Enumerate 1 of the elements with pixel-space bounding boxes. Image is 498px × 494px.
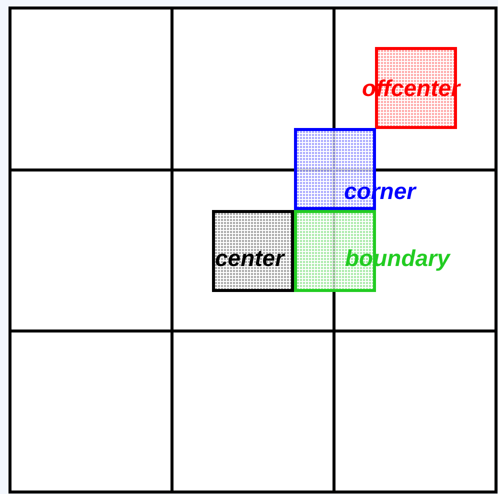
- square-label: center: [215, 245, 284, 271]
